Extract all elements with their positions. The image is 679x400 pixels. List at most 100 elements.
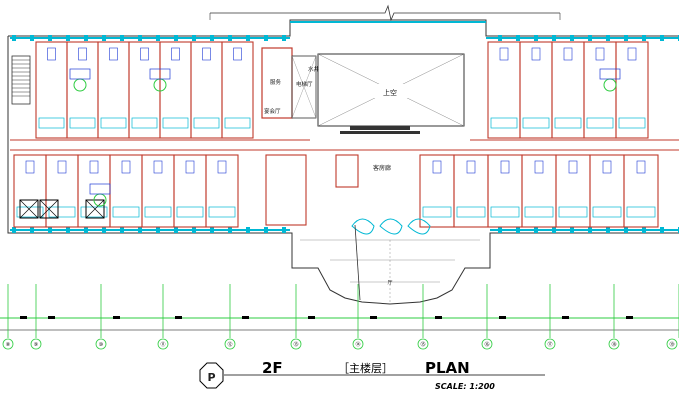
bed [89, 160, 99, 174]
window-mullion [624, 35, 628, 41]
break-line [209, 4, 561, 22]
bathroom [618, 117, 646, 129]
bed [500, 160, 510, 174]
axis-label: ⑭ [355, 341, 360, 348]
window-mullion [642, 227, 646, 233]
bed [595, 47, 605, 61]
guest-room [487, 41, 521, 139]
guest-room [173, 154, 207, 228]
window-mullion [552, 227, 556, 233]
elevator-shaft [39, 199, 59, 219]
dim-tick [175, 316, 182, 319]
guest-room [551, 41, 585, 139]
dim-tick [499, 316, 506, 319]
bed [602, 160, 612, 174]
sofa-icon [69, 68, 91, 80]
dim-tick [435, 316, 442, 319]
window-mullion [570, 227, 574, 233]
bed [78, 47, 87, 61]
window-mullion [534, 227, 538, 233]
guest-room [77, 154, 111, 228]
bed [531, 47, 541, 61]
axis-bubble [95, 338, 107, 350]
guest-room [487, 154, 523, 228]
floor-subtitle: ［主楼层］ [338, 361, 393, 375]
title-block: P 2F ［主楼层］ PLAN SCALE: 1:200 [199, 359, 545, 391]
axis-bubble [608, 338, 620, 350]
bed [140, 47, 149, 61]
guest-room [128, 41, 161, 139]
elevator-cross [19, 199, 39, 219]
window-mullion [102, 35, 106, 41]
bathroom [456, 206, 486, 218]
bed [636, 160, 646, 174]
guest-room [589, 154, 625, 228]
furniture-layer [69, 68, 621, 207]
axis-bubble [157, 338, 169, 350]
window-mullion [282, 227, 286, 233]
window-mullion [210, 35, 214, 41]
window-mullion [84, 35, 88, 41]
window-mullion [30, 35, 34, 41]
axis-bubble [2, 338, 14, 350]
axis-label: ⑫ [227, 341, 232, 348]
window-mullion [606, 227, 610, 233]
bathroom [69, 117, 96, 129]
dim-tick [48, 316, 55, 319]
axis-label: ⑲ [669, 341, 674, 348]
window-mullion [48, 35, 52, 41]
bathroom [176, 206, 204, 218]
window-mullion [174, 35, 178, 41]
axis-label: ⑯ [484, 341, 489, 348]
hall-label: 厅 [387, 280, 392, 286]
window-mullion [156, 227, 160, 233]
stairwell [11, 55, 31, 105]
window-mullion [660, 35, 664, 41]
bay-windows [351, 218, 431, 235]
window-mullion [282, 35, 286, 41]
window-mullion [264, 227, 268, 233]
bathroom [626, 206, 656, 218]
dim-tick [562, 316, 569, 319]
axis-label: ⑱ [611, 341, 616, 348]
axis-label: ⑨ [34, 342, 38, 348]
window-mullion [516, 227, 520, 233]
sofa-icon [89, 183, 111, 195]
bed [47, 47, 56, 61]
service-core-left: 服务 宴会厅 水井 电梯厅 [261, 47, 320, 119]
bed [568, 160, 578, 174]
building-outline [7, 19, 679, 305]
window-mullion [498, 35, 502, 41]
axis-label: ⑧ [6, 342, 11, 348]
guest-room [205, 154, 239, 228]
duty-room-label: 服务 [270, 78, 282, 86]
guest-room [13, 154, 47, 228]
bathroom [162, 117, 189, 129]
plant-icon [603, 78, 617, 92]
window-mullion [516, 35, 520, 41]
plant-icon [73, 78, 87, 92]
guest-room [583, 41, 617, 139]
guest-room [453, 154, 489, 228]
window-mullion [606, 35, 610, 41]
dim-tick [308, 316, 315, 319]
guest-room [109, 154, 143, 228]
sofa-icon [599, 68, 621, 80]
elevator-shaft [19, 199, 39, 219]
window-mullion [588, 227, 592, 233]
bathroom [422, 206, 452, 218]
window-mullion [120, 35, 124, 41]
guest-room [335, 154, 359, 188]
window-mullion [102, 227, 106, 233]
window-mullion [192, 35, 196, 41]
bathroom [16, 206, 44, 218]
axis-bubble [290, 338, 302, 350]
window-mullion [12, 227, 16, 233]
bathroom [524, 206, 554, 218]
bed [466, 160, 476, 174]
guest-room [419, 154, 455, 228]
window-mullion [30, 227, 34, 233]
window-mullion [66, 35, 70, 41]
bathroom [131, 117, 158, 129]
